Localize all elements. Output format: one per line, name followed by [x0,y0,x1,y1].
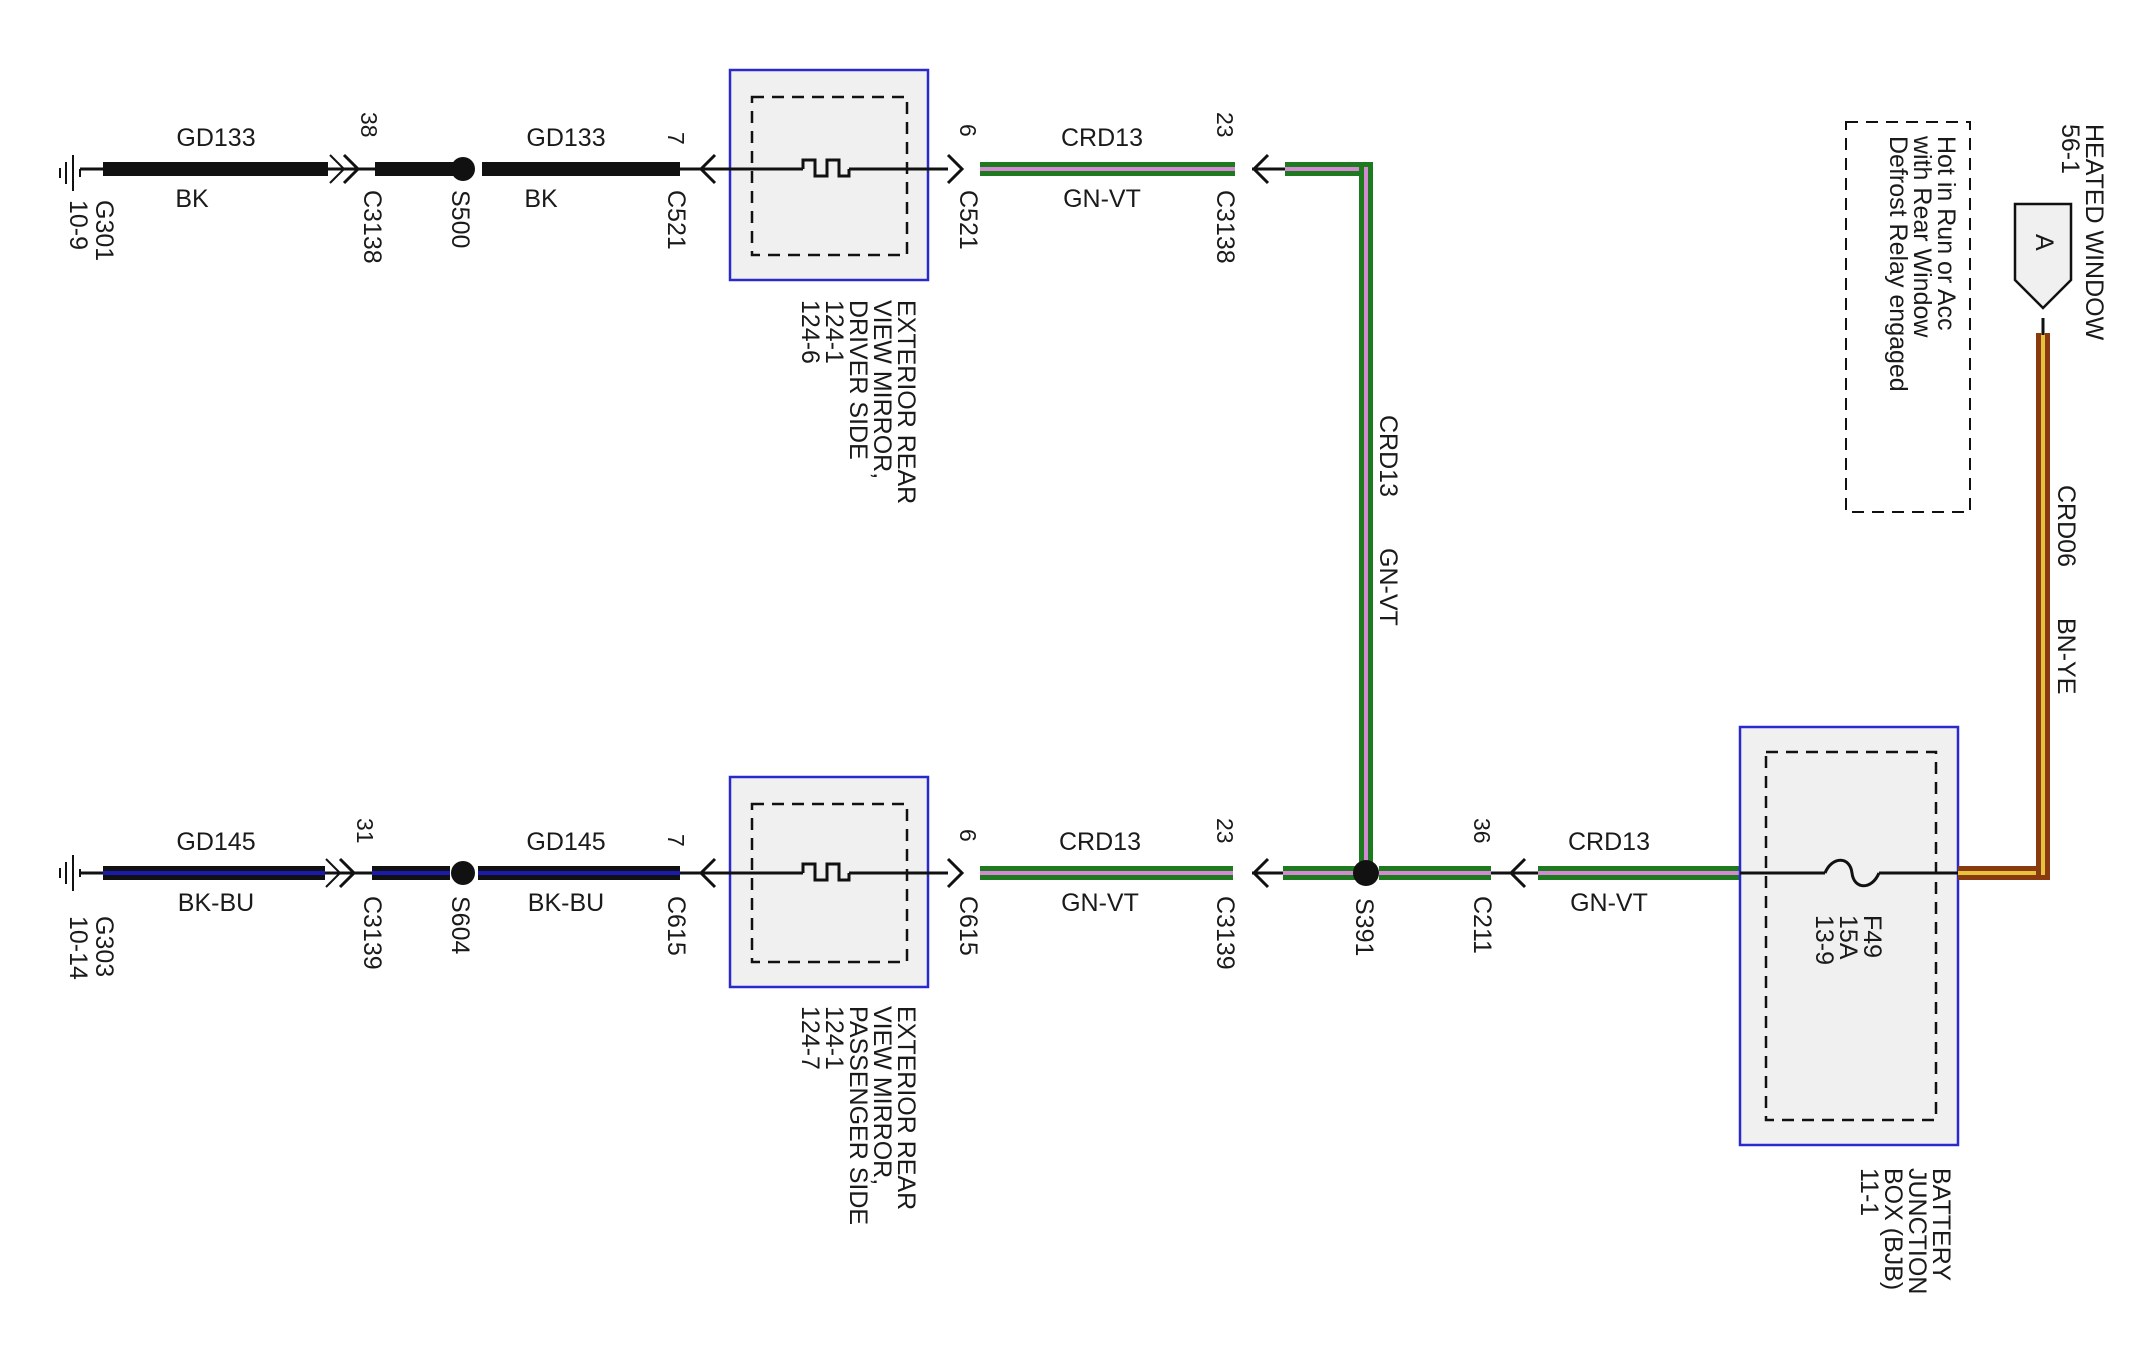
connector-c3138-name-top: C3138 [358,190,386,264]
label-gd145-2: GD145 [526,828,605,856]
connector-chevron-c615-right [946,857,965,889]
pin-7-bottom: 7 [663,834,689,847]
bjb-line-3: BOX (BJB) [1879,1168,1907,1290]
bjb-box [1738,725,1960,1147]
splice-s500 [451,157,475,181]
bjb-inner-dashed [1764,750,1938,1122]
connector-c3139-name-bottom: C3139 [358,896,386,970]
connector-chevron-c615-left [698,857,717,889]
ground-g303-ref: 10-14 [64,916,92,980]
label-bk-1: BK [175,185,209,213]
driver-mirror-line-2: VIEW MIRROR, [868,300,896,479]
label-bk-2: BK [524,185,558,213]
splice-s500-name: S500 [446,190,474,248]
heated-window-title: HEATED WINDOW [2080,124,2108,341]
note-line-3: Defrost Relay engaged [1884,136,1912,392]
pin-36: 36 [1469,818,1495,844]
driver-mirror-inner-dashed [750,95,909,257]
passenger-mirror-box [728,775,930,989]
note-dashed-box [1845,121,1971,513]
label-bkbu-1: BK-BU [178,889,254,917]
label-gnvt-top: GN-VT [1063,185,1141,213]
bjb-line-4: 11-1 [1855,1168,1883,1216]
note-line-2: with Rear Window [1908,135,1936,338]
connector-c521-name-left: C521 [662,190,690,250]
ground-g303-name: G303 [90,916,118,977]
ground-g301-ref: 10-9 [64,200,92,250]
connector-chevron-c3138-top [342,153,361,185]
driver-mirror-box [728,68,930,282]
label-gd133-1: GD133 [176,124,255,152]
driver-mirror-line-3: DRIVER SIDE [844,300,872,460]
fuse-name: F49 [1858,915,1886,958]
wire-gd133-seg1 [103,162,328,176]
fuse-ref: 13-9 [1810,915,1838,965]
heated-window-terminal: A [2030,234,2058,251]
note-line-1: Hot in Run or Acc [1932,136,1960,331]
connector-c615-name-left: C615 [662,896,690,956]
label-crd13-bottom-1: CRD13 [1059,828,1141,856]
splice-s391-name: S391 [1350,898,1378,956]
passenger-mirror-line-5: 124-7 [796,1006,824,1070]
ground-symbol-g303 [59,855,81,891]
connector-c615-name-right: C615 [954,896,982,956]
driver-mirror-line-5: 124-6 [796,300,824,364]
heater-element-passenger-icon [801,862,851,882]
passenger-mirror-line-4: 124-1 [820,1006,848,1070]
connector-c3138-name-pin23: C3138 [1211,190,1239,264]
pin-31: 31 [352,818,378,844]
label-gnvt-bottom-1: GN-VT [1061,889,1139,917]
connector-c3139-name-pin23: C3139 [1211,896,1239,970]
bjb-line-1: BATTERY [1927,1168,1955,1281]
heater-element-driver-icon [801,158,851,178]
heated-window-ref: 56-1 [2056,124,2084,174]
label-gd145-1: GD145 [176,828,255,856]
vertical-wire-color: GN-VT [1374,548,1402,626]
label-crd13-bottom-2: CRD13 [1568,828,1650,856]
connector-c211-name: C211 [1468,896,1496,954]
label-bkbu-2: BK-BU [528,889,604,917]
label-gnvt-bottom-2: GN-VT [1570,889,1648,917]
passenger-mirror-line-3: PASSENGER SIDE [844,1006,872,1225]
vertical-wire-circuit: CRD13 [1374,415,1402,497]
passenger-mirror-line-1: EXTERIOR REAR [892,1006,920,1210]
pin-6-top: 6 [955,124,981,137]
fuse-f49-icon [1823,858,1881,888]
connector-chevron-c3139-bottom [338,857,357,889]
wire-gd133-seg3 [482,162,680,176]
label-gd133-2: GD133 [526,124,605,152]
splice-s391 [1353,860,1379,886]
label-crd13-top: CRD13 [1061,124,1143,152]
fuse-rating: 15A [1834,915,1862,960]
pin-6-bottom: 6 [955,829,981,842]
ground-g301-name: G301 [90,200,118,261]
passenger-mirror-line-2: VIEW MIRROR, [868,1006,896,1185]
pin-38: 38 [356,112,382,138]
driver-mirror-line-4: 124-1 [820,300,848,364]
splice-s604 [451,861,475,885]
connector-chevron-c521-right [946,153,965,185]
heated-window-terminal-shape [2013,202,2073,310]
connector-c521-name-right: C521 [954,190,982,250]
pin-23-bottom: 23 [1212,818,1238,844]
driver-mirror-line-1: EXTERIOR REAR [892,300,920,504]
pin-7-top: 7 [663,132,689,145]
pin-23-top: 23 [1212,112,1238,138]
splice-s604-name: S604 [446,896,474,954]
heated-window-wire-circuit: CRD06 [2052,485,2080,567]
ground-symbol-g301 [59,155,81,191]
wire-gd133-seg2 [375,162,463,176]
heated-window-wire-color: BN-YE [2052,618,2080,694]
bjb-line-2: JUNCTION [1903,1168,1931,1294]
passenger-mirror-inner-dashed [750,802,909,964]
connector-chevron-c521-left [698,153,717,185]
